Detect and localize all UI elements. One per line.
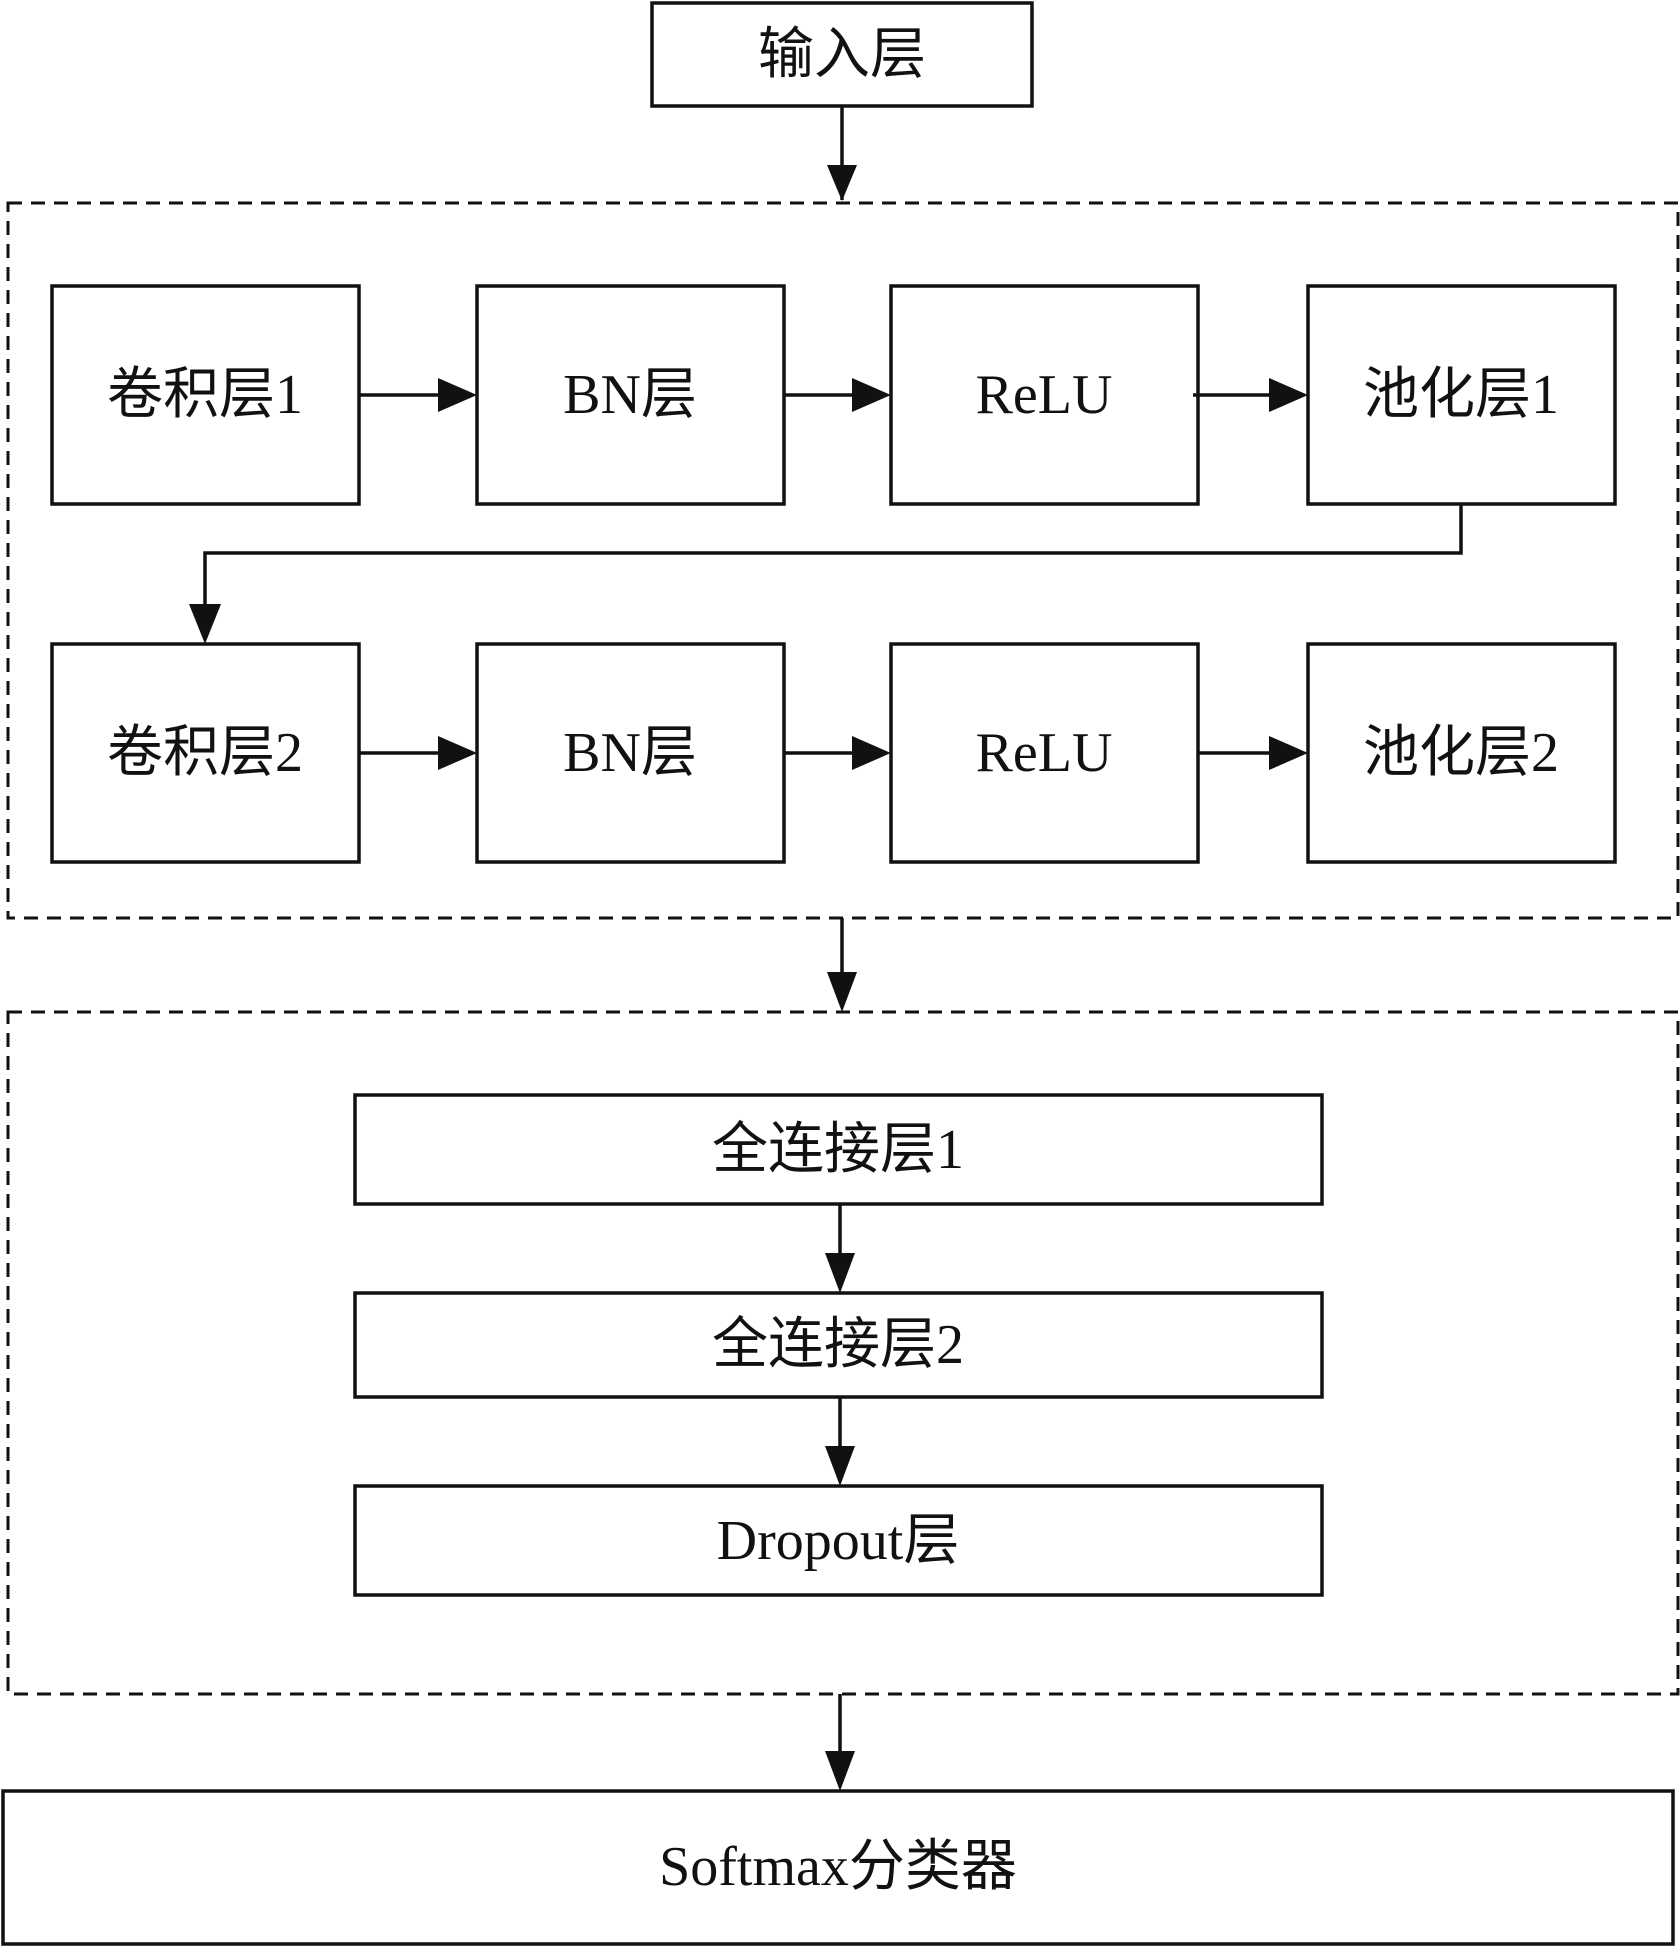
pool1-label: 池化层1: [1363, 364, 1559, 426]
conv2-label: 卷积层2: [107, 722, 303, 784]
bn2-node: BN层: [475, 642, 786, 864]
fc1-label: 全连接层1: [712, 1119, 964, 1181]
conv1-node: 卷积层1: [50, 284, 361, 506]
arrow-relu2-to-pool2: [1198, 736, 1308, 770]
arrow-bn1-to-relu1: [784, 378, 891, 412]
arrow-relu1-to-pool1: [1193, 378, 1308, 412]
arrow-fc2-to-dropout: [825, 1397, 855, 1486]
dropout-label: Dropout层: [717, 1510, 960, 1572]
input-layer-label: 输入层: [758, 24, 926, 86]
output-layer-label: Softmax分类器: [659, 1836, 1017, 1898]
conv1-label: 卷积层1: [107, 364, 303, 426]
relu2-node: ReLU: [889, 642, 1200, 864]
bn2-label: BN层: [563, 722, 697, 784]
bn1-node: BN层: [475, 284, 786, 506]
dropout-node: Dropout层: [353, 1484, 1324, 1597]
output-layer-node: Softmax分类器: [1, 1789, 1675, 1946]
arrow-conv1-to-bn1: [359, 378, 477, 412]
conv2-node: 卷积层2: [50, 642, 361, 864]
fc1-node: 全连接层1: [353, 1093, 1324, 1206]
bn1-label: BN层: [563, 364, 697, 426]
relu1-label: ReLU: [976, 364, 1113, 426]
pool2-node: 池化层2: [1306, 642, 1617, 864]
fc2-label: 全连接层2: [712, 1314, 964, 1376]
fc2-node: 全连接层2: [353, 1291, 1324, 1399]
relu1-node: ReLU: [889, 284, 1200, 506]
pool1-node: 池化层1: [1306, 284, 1617, 506]
arrow-conv-block-to-fc-block: [827, 918, 857, 1012]
arrow-conv2-to-bn2: [359, 736, 477, 770]
arrow-fc1-to-fc2: [825, 1204, 855, 1293]
arrow-pool1-to-conv2: [189, 504, 1463, 644]
pool2-label: 池化层2: [1363, 722, 1559, 784]
fc-block-container: [6, 1010, 1680, 1696]
input-layer-node: 输入层: [650, 1, 1034, 108]
arrow-input-to-conv-block: [827, 106, 857, 201]
arrow-bn2-to-relu2: [784, 736, 891, 770]
relu2-label: ReLU: [976, 722, 1113, 784]
arrow-fc-block-to-output: [825, 1694, 855, 1791]
